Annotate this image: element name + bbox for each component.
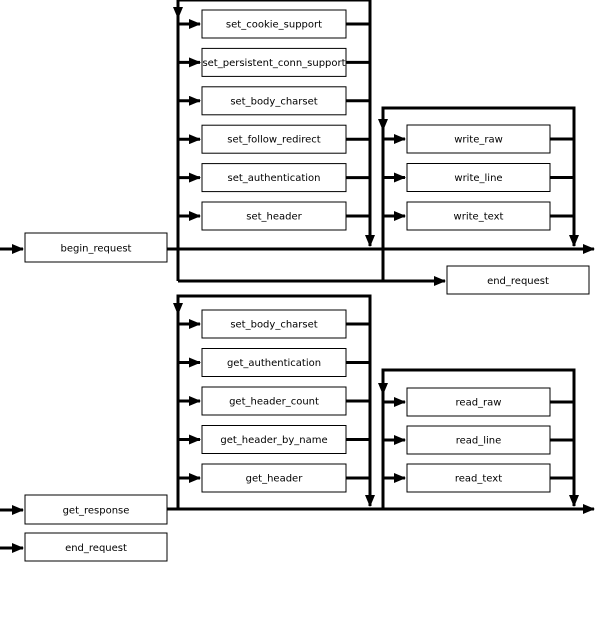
request-write-1: write_line — [383, 163, 574, 192]
request-option-2: set_body_charset — [178, 86, 370, 116]
request-option-label: set_authentication — [228, 173, 321, 184]
response-option-3: get_header_by_name — [178, 425, 370, 454]
request-option-label: set_header — [246, 212, 302, 223]
response-option-2: get_header_count — [178, 386, 370, 416]
request-write-label: write_text — [454, 212, 504, 223]
request-option-1: set_persistent_conn_support — [178, 47, 370, 77]
request-option-label: set_follow_redirect — [227, 135, 320, 146]
request-write-label: write_raw — [454, 135, 503, 146]
request-option-label: set_body_charset — [230, 96, 317, 107]
response-option-label: get_header_count — [229, 397, 319, 408]
response-option-label: get_authentication — [227, 358, 321, 369]
request-write-label: write_line — [454, 173, 502, 184]
request-write-2: write_text — [383, 201, 574, 231]
request-end-request-node: end_request — [446, 265, 590, 295]
response-read-0: read_raw — [383, 387, 574, 417]
response-option-label: get_header_by_name — [220, 435, 327, 446]
response-read-label: read_line — [456, 436, 502, 447]
get-response-node: get_response — [24, 494, 168, 525]
svg-text:begin_request: begin_request — [61, 244, 132, 255]
svg-text:end_request: end_request — [487, 276, 549, 287]
begin-request-node: begin_request — [24, 232, 168, 263]
svg-text:end_request: end_request — [65, 543, 127, 554]
response-end-request-node: end_request — [24, 532, 168, 562]
response-section: get_response set_body_charset get_authent… — [0, 294, 595, 562]
response-read-2: read_text — [383, 463, 574, 493]
response-read-label: read_raw — [456, 398, 502, 409]
request-option-label: set_cookie_support — [226, 20, 322, 31]
svg-text:get_response: get_response — [63, 506, 130, 517]
response-option-label: get_header — [246, 474, 304, 485]
response-option-1: get_authentication — [178, 348, 370, 377]
request-option-4: set_authentication — [178, 163, 370, 193]
response-option-4: get_header — [178, 463, 370, 493]
response-read-1: read_line — [383, 425, 574, 455]
response-read-label: read_text — [455, 474, 502, 485]
response-option-label: set_body_charset — [230, 320, 317, 331]
response-option-0: set_body_charset — [178, 309, 370, 339]
request-section: begin_request set_cookie_support set_pers… — [0, 0, 595, 295]
request-option-5: set_header — [178, 201, 370, 231]
request-option-0: set_cookie_support — [178, 9, 370, 39]
request-write-0: write_raw — [383, 124, 574, 154]
request-option-label: set_persistent_conn_support — [202, 58, 345, 69]
request-option-3: set_follow_redirect — [178, 124, 370, 154]
